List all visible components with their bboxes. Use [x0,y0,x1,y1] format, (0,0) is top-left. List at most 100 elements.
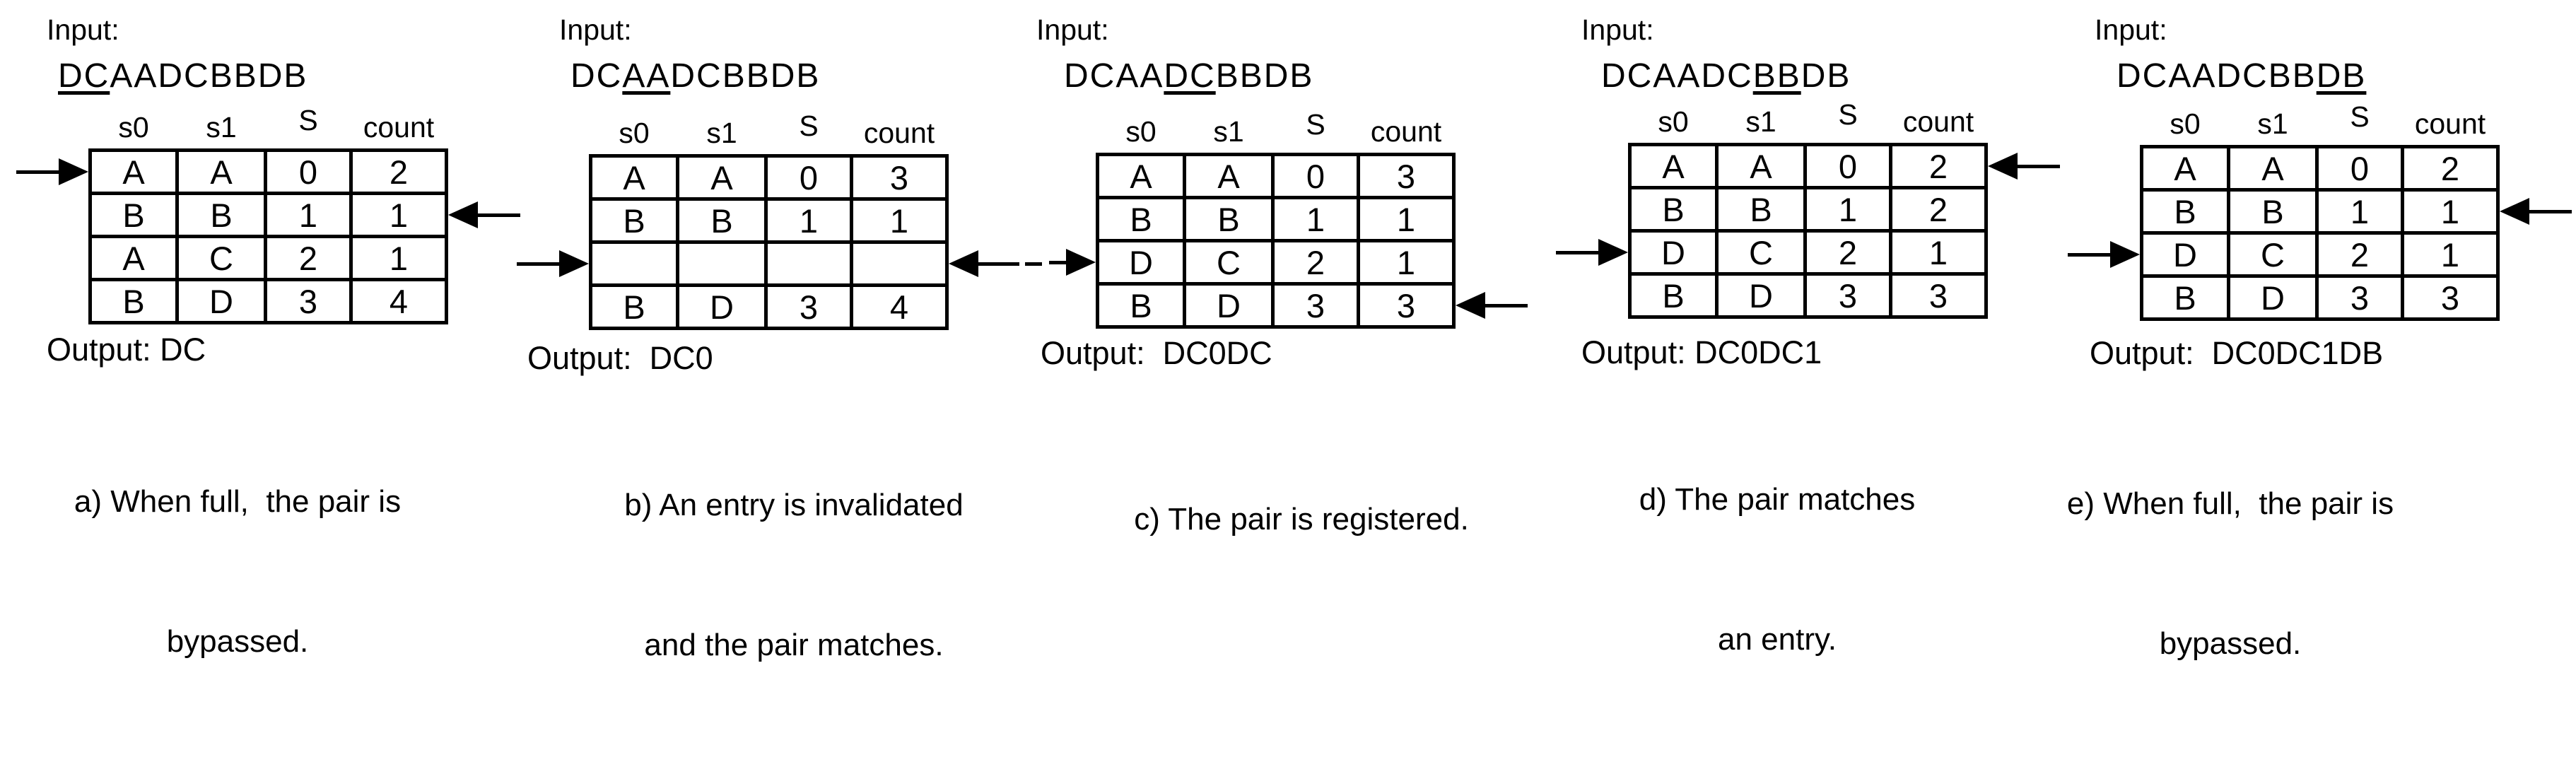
header-s1: s1 [706,116,737,149]
table-cell-empty [592,244,676,283]
arrowhead-left-icon [1456,292,1485,319]
input-label: Input: [1581,13,1654,46]
table-cell: 1 [853,201,945,240]
table-cell: 0 [267,152,349,192]
input-string: DCAADCBBDB [2117,57,2367,95]
panel-caption: c) The pair is registered. [1103,403,1499,729]
table-headers: s0 s1 S count [1096,107,1456,148]
table-cell: B [679,201,764,240]
input-string: DCAADCBBDB [1601,57,1851,95]
table-cell: 3 [1360,286,1452,325]
table-cell: 3 [853,158,945,197]
arrow-dash [1025,262,1042,266]
caption-line: e) When full, the pair is [2066,486,2394,521]
arrowhead-left-icon [448,201,478,228]
header-s0: s0 [1125,115,1157,148]
underlined-input-pair: DB [2316,57,2367,95]
table-cell: 1 [1360,199,1452,239]
header-S: S [799,109,819,142]
table-cell: B [2230,192,2315,231]
arrow-tail [16,170,59,174]
table-cell: B [592,287,676,327]
table-cell: B [1099,199,1183,239]
table-cell: A [92,152,175,192]
caption-line: b) An entry is invalidated [624,488,964,522]
header-S: S [1838,98,1858,131]
table-headers: s0 s1 S count [589,109,949,149]
arrow-tail [2068,252,2110,257]
row-pointer-arrow-left [517,250,589,277]
header-s0: s0 [118,110,149,143]
table-cell: 4 [853,287,945,327]
arrowhead-right-icon [1066,249,1096,276]
table-cell: B [1099,286,1183,325]
table-cell: 2 [353,152,445,192]
arrowhead-left-icon [2500,198,2529,225]
caption-line: c) The pair is registered. [1134,502,1469,537]
table-cell: D [1099,242,1183,282]
header-s0: s0 [2170,107,2201,140]
table-cell: 2 [267,238,349,278]
arrowhead-right-icon [559,250,589,277]
panel-caption: d) The pair matches an entry. [1579,383,1975,756]
header-S: S [1306,107,1325,141]
table-cell: A [1632,146,1715,186]
table-cell: 2 [2404,148,2496,188]
table-cell: 3 [1807,276,1889,315]
output-text: Output: DC0 [527,340,713,376]
header-count: count [2414,107,2486,140]
row-pointer-arrow-left [1556,239,1628,266]
underlined-input-pair: BB [1752,57,1801,95]
table-cell: A [179,152,264,192]
table-cell: 1 [1360,242,1452,282]
input-label: Input: [1036,13,1109,46]
table-cell: B [592,201,676,240]
header-s0: s0 [1658,105,1689,138]
output-text: Output: DC0DC1DB [2090,335,2384,371]
arrow-tail [1556,250,1598,254]
table-cell: 3 [1275,286,1357,325]
arrow-dash [1049,260,1066,264]
header-count: count [1902,105,1974,138]
table-cell: 2 [2319,235,2401,274]
table-cell: D [2143,235,2227,274]
table-cell: 1 [2404,192,2496,231]
input-prefix: DCAADCBB [2117,57,2317,95]
table-cell: C [2230,235,2315,274]
table-cell-empty [853,244,945,283]
input-label: Input: [2095,13,2167,46]
input-suffix: DCBBDB [670,57,821,95]
table-cell: 1 [353,238,445,278]
table-cell: 0 [1275,156,1357,196]
table-cell: D [1632,233,1715,272]
header-S: S [298,103,318,136]
header-count: count [363,110,435,143]
table-cell: 1 [1275,199,1357,239]
input-suffix: DB [1801,57,1851,95]
header-s1: s1 [206,110,237,143]
row-pointer-arrow-left [16,158,88,185]
table-cell: 0 [2319,148,2401,188]
row-pointer-arrow-right-dashed [949,250,1042,277]
arrowhead-left-icon [949,250,978,277]
input-suffix: BBDB [1215,57,1314,95]
output-text: Output: DC0DC [1041,335,1272,371]
table-headers: s0 s1 S count [1628,98,1988,138]
table-cell: 3 [267,281,349,321]
output-text: Output: DC0DC1 [1581,334,1822,370]
arrowhead-left-icon [1988,153,2018,180]
table-cell: A [2230,148,2315,188]
table-cell: A [2143,148,2227,188]
table-cell: 2 [1892,146,1984,186]
input-prefix: DCAA [1064,57,1164,95]
input-string: DCAADCBBDB [58,57,308,95]
input-string: DCAADCBBDB [1064,57,1314,95]
arrowhead-right-icon [2110,241,2140,268]
table-cell: B [92,281,175,321]
